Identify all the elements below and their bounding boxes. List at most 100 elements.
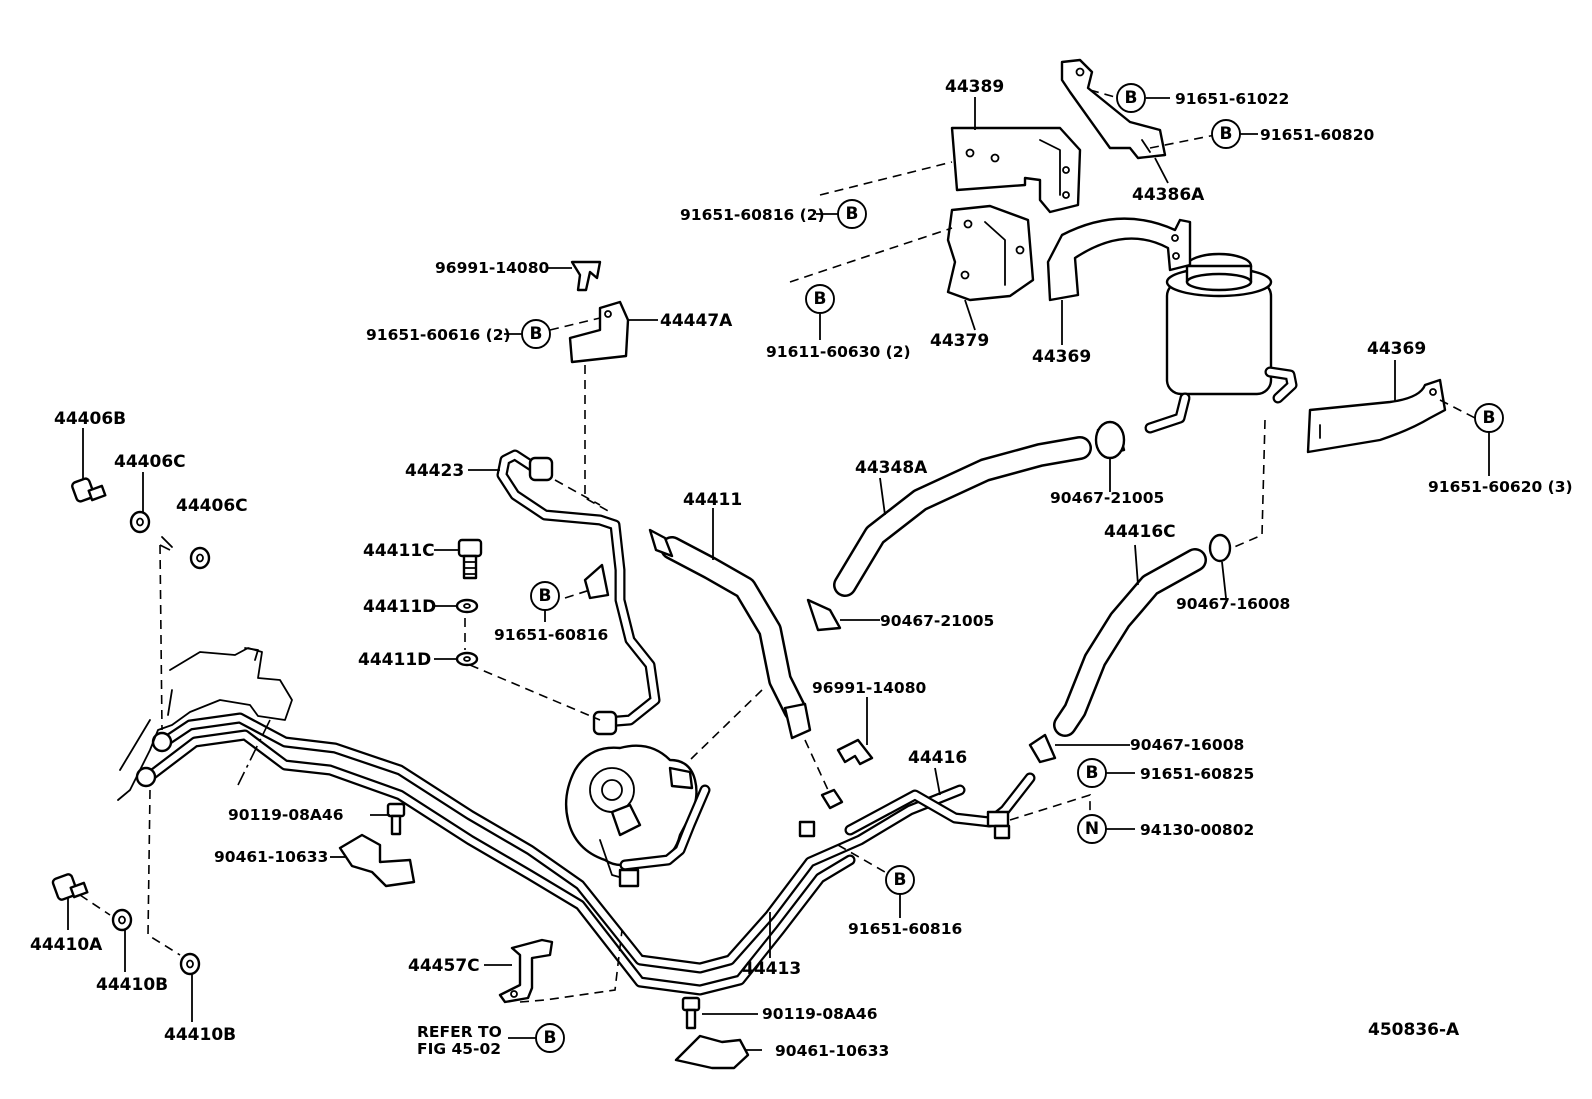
clip-96991-top xyxy=(570,260,602,292)
clamp-21005-top-ring xyxy=(1094,420,1126,460)
label-bolt-b2: 91651-60820 xyxy=(1260,126,1374,144)
bolt-symbol-b2: B xyxy=(1211,119,1241,149)
bolt-symbol-b3: B xyxy=(837,199,867,229)
label-44410A: 44410A xyxy=(30,935,103,955)
label-44411: 44411 xyxy=(683,490,742,510)
label-44386A: 44386A xyxy=(1132,185,1205,205)
label-bolt-b7: 91651-60816 xyxy=(494,626,608,644)
tube-nut-pump xyxy=(592,710,618,736)
bolt-symbol-b5: B xyxy=(521,319,551,349)
label-44411D-a: 44411D xyxy=(363,597,436,617)
label-44413: 44413 xyxy=(742,959,801,979)
label-44447A: 44447A xyxy=(660,311,733,331)
bracket-44389 xyxy=(950,126,1082,214)
steering-gear-housing xyxy=(117,647,293,801)
label-bolt-b6: 91651-60620 (3) xyxy=(1428,478,1573,496)
svg-text:B: B xyxy=(1086,763,1099,783)
bracket-44386A xyxy=(1060,58,1167,160)
label-44348A: 44348A xyxy=(855,458,928,478)
return-hose-44348A xyxy=(806,420,1126,632)
drawing-id: 450836-A xyxy=(1368,1020,1460,1040)
clamp-44416 xyxy=(986,810,1010,828)
gasket-44410B-b xyxy=(179,952,201,976)
gasket-44406C-b xyxy=(189,546,211,570)
svg-text:B: B xyxy=(1483,408,1496,428)
label-bolt-b1: 91651-61022 xyxy=(1175,90,1289,108)
bolt-symbol-b8: B xyxy=(1077,758,1107,788)
label-90467-16008-a: 90467-16008 xyxy=(1176,595,1290,613)
label-44406C-a: 44406C xyxy=(114,452,186,472)
pressure-tube-assembly xyxy=(135,712,1036,996)
svg-text:B: B xyxy=(814,289,827,309)
tube-nut-44423 xyxy=(528,456,554,482)
part-labels: 44389 44386A 44379 44369 44369 96991-140… xyxy=(30,77,1426,1060)
svg-text:B: B xyxy=(894,870,907,890)
pressure-hose-44411 xyxy=(648,528,812,740)
bracket-44447A xyxy=(568,300,630,364)
clamp-tab-44416 xyxy=(993,824,1011,840)
bolt-90119-a xyxy=(386,802,406,836)
hose-end-fitting-bottom xyxy=(783,702,812,740)
label-94130: 94130-00802 xyxy=(1140,821,1254,839)
refer-line-2: FIG 45-02 xyxy=(417,1040,501,1058)
label-44379: 44379 xyxy=(930,331,989,351)
bolt-symbol-b4: B xyxy=(805,284,835,314)
band-bracket-44369-right xyxy=(1306,378,1447,454)
hose-end-fitting-top xyxy=(648,528,674,558)
label-90467-21005-b: 90467-21005 xyxy=(880,612,994,630)
hose-fitting-44411-end xyxy=(820,788,844,810)
label-44416C: 44416C xyxy=(1104,522,1176,542)
pump-mount-tab xyxy=(618,868,640,888)
leaders xyxy=(67,97,1490,1051)
label-90467-16008-b: 90467-16008 xyxy=(1130,736,1244,754)
clip-96991-mid xyxy=(836,738,874,766)
union-bolt-44411C xyxy=(457,538,483,580)
return-hose-44416C xyxy=(1028,533,1232,764)
bolt-symbol-refer: B xyxy=(535,1023,565,1053)
label-44411C: 44411C xyxy=(363,541,435,561)
label-44416: 44416 xyxy=(908,748,967,768)
bracket-44379 xyxy=(946,204,1035,302)
label-44423: 44423 xyxy=(405,461,464,481)
refer-line-1: REFER TO xyxy=(417,1023,502,1041)
bolt-labels: 91651-61022 91651-60820 91651-60816 (2) … xyxy=(366,90,1573,938)
tube-bracket-44423 xyxy=(583,563,610,600)
label-bolt-b4: 91611-60630 (2) xyxy=(766,343,911,361)
label-bolt-b9: 91651-60816 xyxy=(848,920,962,938)
label-96991-mid: 96991-14080 xyxy=(812,679,926,697)
bracket-44457C xyxy=(498,938,554,1004)
refer-note: REFER TO FIG 45-02 xyxy=(417,1023,502,1058)
label-bolt-b8: 91651-60825 xyxy=(1140,765,1254,783)
svg-text:B: B xyxy=(846,204,859,224)
svg-text:B: B xyxy=(544,1028,557,1048)
label-90461-b: 90461-10633 xyxy=(775,1042,889,1060)
label-44410B-b: 44410B xyxy=(164,1025,236,1045)
label-44457C: 44457C xyxy=(408,956,480,976)
svg-text:B: B xyxy=(1125,88,1138,108)
power-steering-pump xyxy=(564,744,711,888)
label-44411D-b: 44411D xyxy=(358,650,431,670)
clamp-16008-top xyxy=(1208,533,1232,563)
reservoir-tank xyxy=(1144,252,1298,434)
gasket-44406C-a xyxy=(129,510,151,534)
clamp-90461-a xyxy=(338,833,416,888)
label-bolt-b5: 91651-60616 (2) xyxy=(366,326,511,344)
label-44406B: 44406B xyxy=(54,409,126,429)
bolt-symbol-b6: B xyxy=(1474,403,1504,433)
label-44369-bracket: 44369 xyxy=(1032,347,1091,367)
bolt-symbol-b7: B xyxy=(530,581,560,611)
svg-text:B: B xyxy=(539,586,552,606)
label-90467-21005-a: 90467-21005 xyxy=(1050,489,1164,507)
union-bolt-44406B xyxy=(71,477,107,503)
band-bracket-44369-top xyxy=(1046,217,1192,302)
bolt-symbols: B B B B B B B B xyxy=(521,83,1504,1053)
label-44406C-b: 44406C xyxy=(176,496,248,516)
label-44389: 44389 xyxy=(945,77,1004,97)
svg-text:B: B xyxy=(530,324,543,344)
gasket-44411D-b xyxy=(455,651,479,667)
clamp-90461-b xyxy=(674,1034,750,1070)
pressure-feed-tube-44423 xyxy=(496,449,661,736)
hose-clamp-21005-bottom xyxy=(806,598,842,632)
